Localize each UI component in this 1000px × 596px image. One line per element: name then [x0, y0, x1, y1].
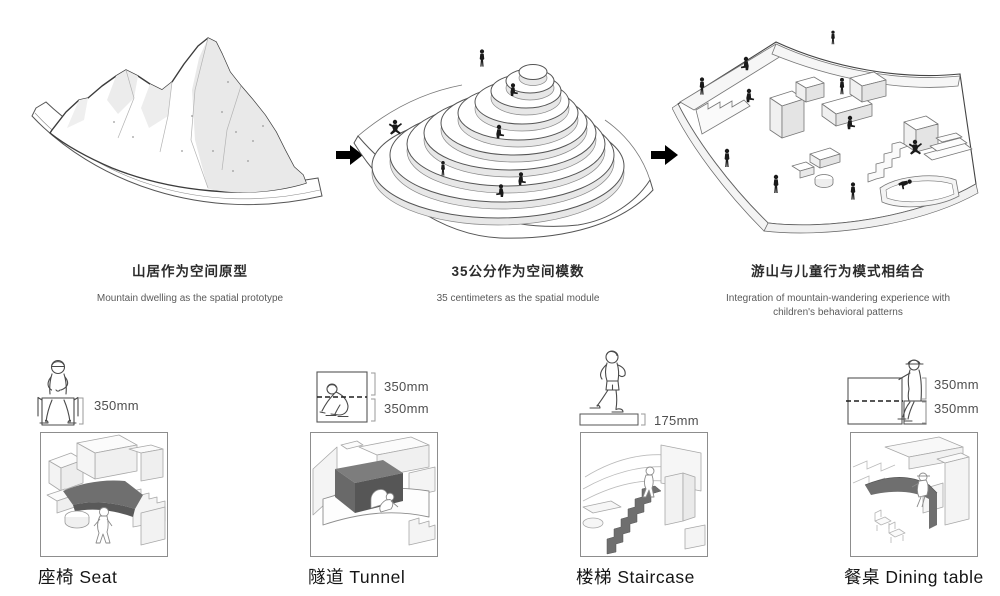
module-label-seat: 座椅 Seat [38, 567, 118, 587]
dining-dimension-label-upper: 350mm [934, 377, 979, 392]
tunnel-detail-panel [310, 432, 438, 557]
sketch-chairs [874, 509, 906, 543]
seat-detail-panel [40, 432, 168, 557]
concept-title-en: Integration of mountain-wandering experi… [725, 293, 951, 318]
back-walls [679, 43, 961, 135]
concept-caption-1: 山居作为空间原型 Mountain dwelling as the spatia… [40, 260, 340, 306]
dimension-bracket [922, 377, 927, 400]
staircase-detail-panel [580, 432, 708, 557]
tunnel-dimension-label-lower: 350mm [384, 401, 429, 416]
terraced-module-illustration [353, 49, 654, 239]
concept-title-en: 35 centimeters as the spatial module [436, 293, 600, 304]
seat-measure-figure [37, 359, 84, 426]
arrow-right-icon [651, 145, 678, 165]
rock-texture-dots [113, 81, 264, 172]
dimension-bracket [371, 398, 376, 422]
concept-title-en: Mountain dwelling as the spatial prototy… [96, 293, 284, 304]
dining-detail-panel [850, 432, 978, 557]
child-figure [93, 507, 113, 544]
mountain-prototype-illustration [31, 37, 323, 206]
dimension-bracket [371, 372, 376, 396]
tunnel-measure-figure [316, 371, 376, 423]
module-label-tunnel: 隧道 Tunnel [308, 567, 406, 587]
seat-axon-drawing [46, 434, 166, 546]
tunnel-dimension-label-upper: 350mm [384, 379, 429, 394]
seat-dimension-label: 350mm [94, 398, 139, 413]
tunnel-axon-drawing [312, 436, 436, 546]
child-figure [642, 466, 655, 498]
dining-measure-figure [846, 359, 927, 425]
concept-caption-2: 35公分作为空间模数 35 centimeters as the spatial… [368, 260, 668, 306]
module-label-staircase: 楼梯 Staircase [576, 567, 695, 587]
staircase-axon-drawing [582, 444, 706, 555]
arrow-right-icon [336, 145, 363, 165]
dimension-bracket [922, 401, 927, 424]
concept-title-zh: 山居作为空间原型 [132, 264, 248, 279]
child-figure [911, 472, 930, 508]
dimension-bracket [79, 397, 84, 425]
context-blocks [46, 434, 166, 546]
dining-dimension-label-lower: 350mm [934, 401, 979, 416]
terrace-curves [582, 454, 670, 502]
concept-title-zh: 35公分作为空间模数 [451, 264, 585, 279]
terrace-contours [371, 64, 625, 226]
highlighted-staircase [606, 485, 662, 555]
dining-axon-drawing [852, 436, 970, 543]
round-stool [64, 510, 90, 529]
staircase-dimension-label: 175mm [654, 413, 699, 428]
dimension-bracket [641, 413, 646, 426]
child-figure [379, 492, 399, 513]
concept-caption-3: 游山与儿童行为模式相结合 Integration of mountain-wan… [682, 260, 994, 319]
play-blocks [769, 71, 973, 208]
mountain-body [49, 37, 307, 193]
integrated-playscape-illustration [672, 30, 979, 234]
context-blocks [582, 444, 706, 550]
module-label-dining: 餐桌 Dining table [844, 567, 984, 587]
staircase-measure-figure [579, 350, 646, 426]
concept-title-zh: 游山与儿童行为模式相结合 [751, 264, 925, 279]
